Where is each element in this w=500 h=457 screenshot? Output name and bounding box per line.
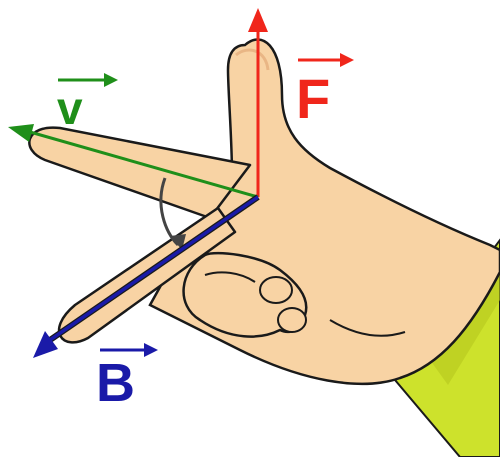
hand (29, 39, 500, 383)
force-overarrow-icon (340, 53, 354, 67)
velocity-label: v (57, 82, 83, 134)
field-label: B (96, 353, 135, 413)
field-label-group: B (96, 343, 158, 413)
field-overarrow-icon (144, 343, 158, 357)
velocity-label-group: v (57, 73, 118, 134)
force-arrowhead-icon (248, 8, 268, 32)
force-label: F (296, 67, 330, 130)
force-label-group: F (296, 53, 354, 130)
velocity-overarrow-icon (104, 73, 118, 87)
